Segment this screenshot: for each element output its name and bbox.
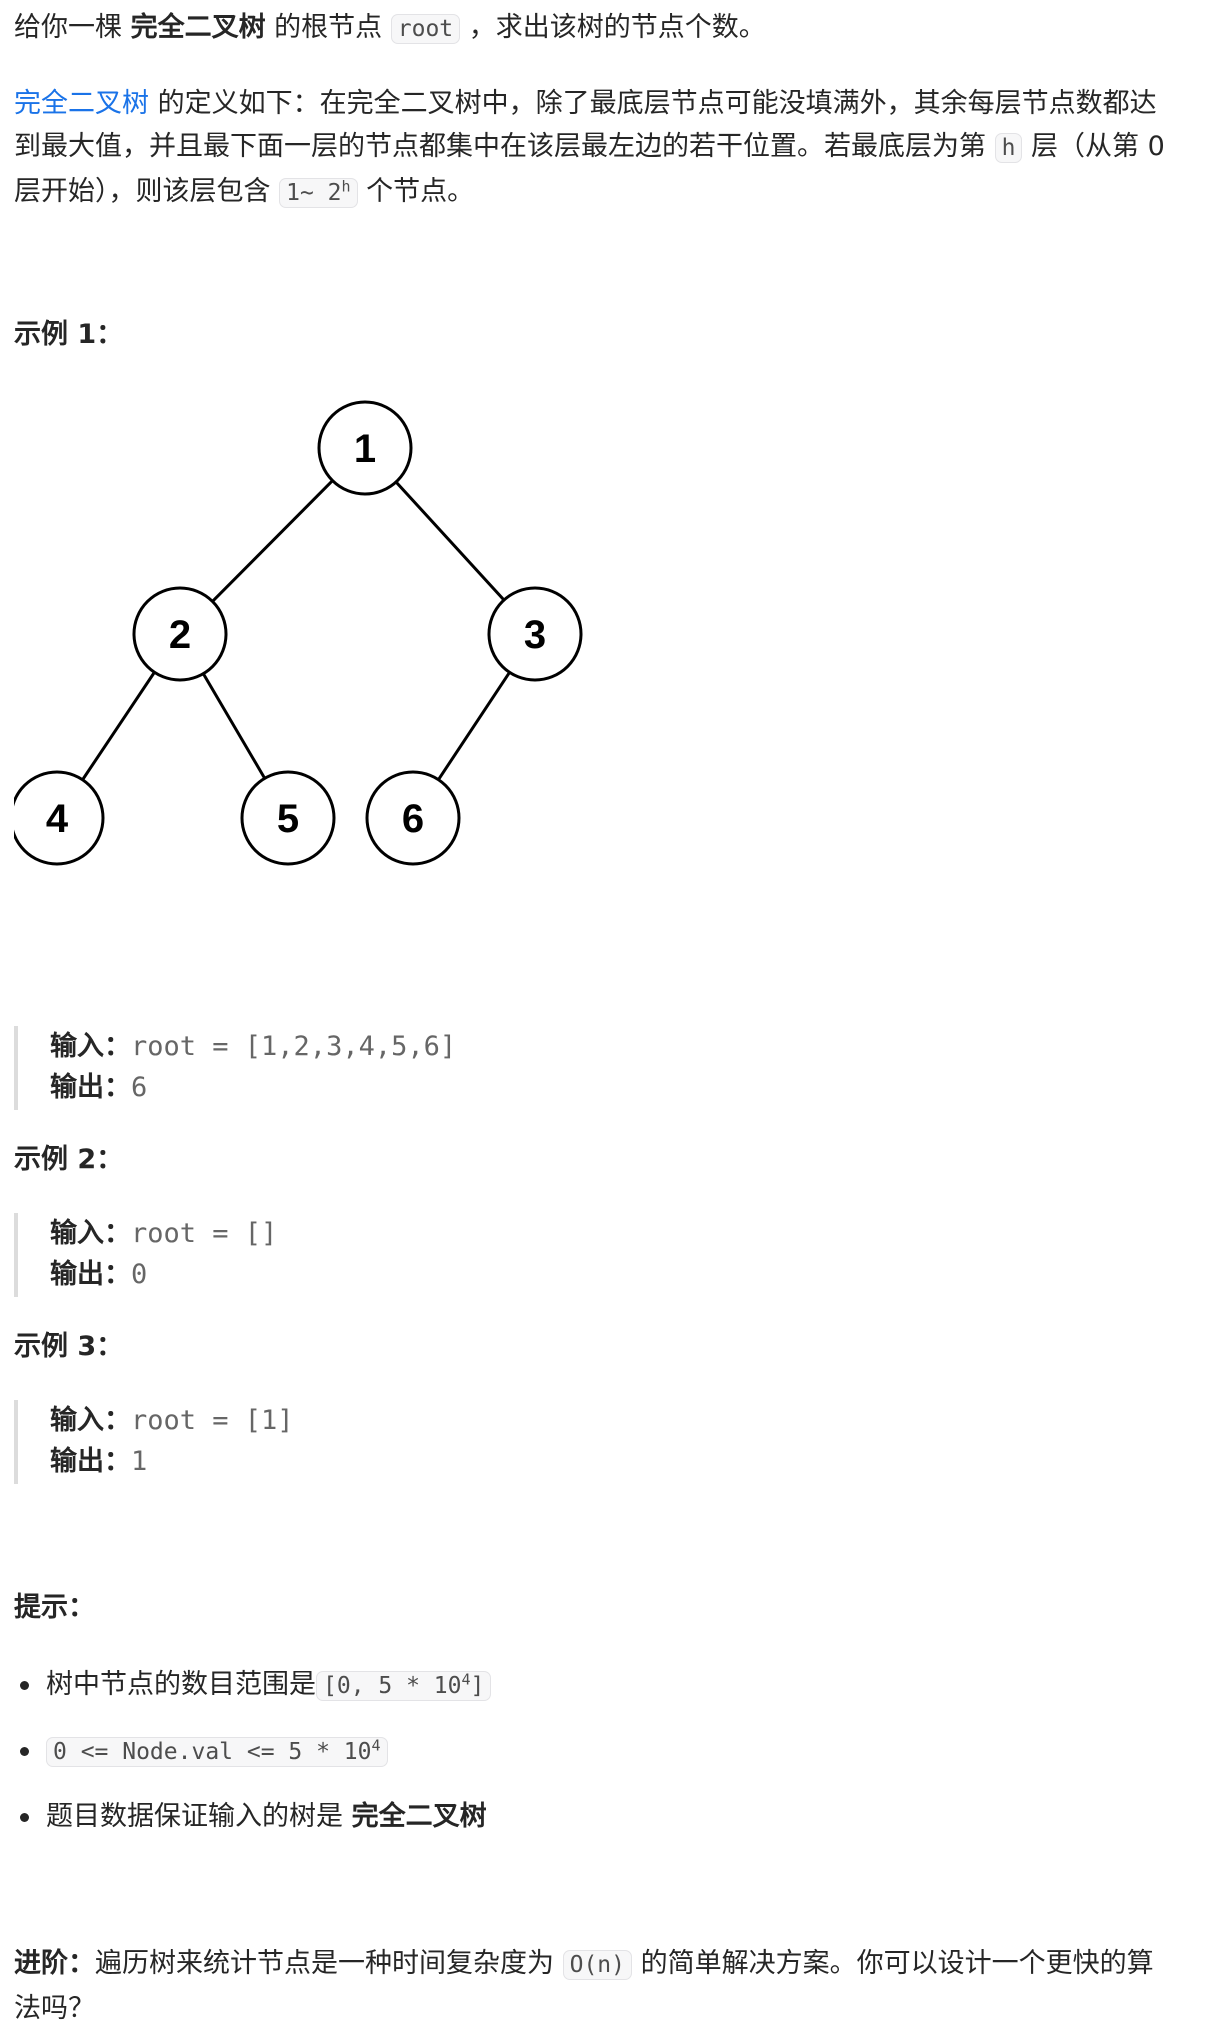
advanced-text-1: 遍历树来统计节点是一种时间复杂度为 [95,1948,563,1979]
tree-node-circle [365,770,461,866]
tree-node-2: 2 [132,586,228,682]
hint-1-code-sup: 4 [461,1670,471,1689]
output-label: 输出： [50,1072,131,1103]
hint-3-text: 题目数据保证输入的树是 [46,1801,352,1832]
range-base: 1~ 2 [286,180,342,206]
hint-1-text: 树中节点的数目范围是 [46,1669,316,1700]
inline-code-complexity: O(n) [562,1950,632,1980]
definition-text-3: 层（从第 0 [1022,131,1165,162]
tree-edge-2-4 [81,671,156,781]
intro-text-3: ，求出该树的节点个数。 [460,12,766,43]
definition-text-2: 到最大值，并且最下面一层的节点都集中在该层最左边的若干位置。若最底层为第 [14,131,995,162]
tree-node-label: 3 [524,613,546,657]
tree-node-circle [14,770,105,866]
hint-2-code-base: 0 <= Node.val <= 5 * 10 [53,1739,372,1765]
tree-node-5: 5 [240,770,336,866]
output-label: 输出： [50,1259,131,1290]
hint-1-code-base: [0, 5 * 10 [323,1673,462,1699]
hint-1-code-end: ] [470,1673,485,1699]
example-2-heading: 示例 2： [14,1144,124,1175]
range-superscript: h [341,177,351,196]
example-1-input: 输入：root = [1,2,3,4,5,6] [50,1026,456,1067]
inline-code-h: h [994,133,1023,163]
tree-node-1: 1 [317,400,413,496]
tree-diagram: 1 2 3 4 5 6 [14,400,583,866]
tree-node-circle [132,586,228,682]
example-1-heading: 示例 1： [14,319,124,350]
hint-2-code-sup: 4 [371,1736,381,1755]
tree-node-label: 6 [402,797,424,841]
tree-node-4: 4 [14,770,105,866]
tree-node-3: 3 [487,586,583,682]
tree-edge-1-3 [394,480,506,602]
intro-text-2: 的根节点 [265,12,391,43]
bullet-icon [20,1681,29,1690]
input-value: root = [1] [131,1405,294,1436]
advanced-text-2: 的简单解决方案。你可以设计一个更快的算 [631,1948,1154,1979]
output-value: 0 [131,1259,148,1290]
bullet-icon [20,1813,29,1822]
hint-2-code: 0 <= Node.val <= 5 * 104 [46,1737,388,1767]
input-label: 输入： [50,1405,131,1436]
tree-node-label: 5 [277,797,299,841]
definition-line-2: 到最大值，并且最下面一层的节点都集中在该层最左边的若干位置。若最底层为第 h 层… [14,125,1214,170]
input-label: 输入： [50,1031,131,1062]
intro-bold-term: 完全二叉树 [130,12,266,43]
advanced-line-2: 法吗？ [14,1993,95,2024]
tree-node-6: 6 [365,770,461,866]
tree-node-circle [240,770,336,866]
intro-text-1: 给你一棵 [14,12,131,43]
hints-heading: 提示： [14,1592,95,1623]
example-3-input: 输入：root = [1] [50,1400,294,1441]
bullet-icon [20,1747,29,1756]
tree-edge-2-5 [201,672,267,780]
example-2-input: 输入：root = [] [50,1213,277,1254]
example-2-output: 输出：0 [50,1254,277,1295]
hint-item-3: 题目数据保证输入的树是 完全二叉树 [14,1795,487,1838]
output-value: 6 [131,1072,148,1103]
definition-line-3: 层开始），则该层包含 1~ 2h 个节点。 [14,170,1214,215]
input-label: 输入： [50,1218,131,1249]
complete-binary-tree-link[interactable]: 完全二叉树 [14,88,149,119]
output-label: 输出： [50,1446,131,1477]
tree-edge-3-6 [437,671,511,781]
tree-nodes: 1 2 3 4 5 6 [14,400,583,866]
definition-paragraph: 完全二叉树 的定义如下：在完全二叉树中，除了最底层节点可能没填满外，其余每层节点… [14,82,1214,215]
input-value: root = [] [131,1218,278,1249]
tree-edge-1-2 [211,479,334,603]
advanced-paragraph: 进阶：遍历树来统计节点是一种时间复杂度为 O(n) 的简单解决方案。你可以设计一… [14,1942,1214,2030]
example-3-block: 输入：root = [1] 输出：1 [14,1400,294,1484]
hint-item-1: 树中节点的数目范围是[0, 5 * 104] [14,1663,492,1708]
inline-code-root: root [390,14,461,44]
example-1-block: 输入：root = [1,2,3,4,5,6] 输出：6 [14,1026,456,1110]
example-1-output: 输出：6 [50,1067,456,1108]
hint-item-2: 0 <= Node.val <= 5 * 104 [14,1729,388,1774]
definition-text-5: 个节点。 [357,176,475,207]
advanced-line-1: 进阶：遍历树来统计节点是一种时间复杂度为 O(n) 的简单解决方案。你可以设计一… [14,1942,1214,1987]
tree-node-circle [487,586,583,682]
example-2-block: 输入：root = [] 输出：0 [14,1213,277,1297]
hint-3-bold: 完全二叉树 [351,1801,487,1832]
output-value: 1 [131,1446,148,1477]
tree-node-circle [317,400,413,496]
definition-text-1: 的定义如下：在完全二叉树中，除了最底层节点可能没填满外，其余每层节点数都达 [149,88,1157,119]
definition-text-4: 层开始），则该层包含 [14,176,280,207]
tree-node-label: 4 [46,797,69,841]
input-value: root = [1,2,3,4,5,6] [131,1031,457,1062]
inline-code-range: 1~ 2h [279,177,358,208]
tree-node-label: 2 [169,613,191,657]
tree-edges [81,479,511,781]
hint-1-code: [0, 5 * 104] [316,1670,492,1701]
example-3-output: 输出：1 [50,1441,294,1482]
definition-line-1: 完全二叉树 的定义如下：在完全二叉树中，除了最底层节点可能没填满外，其余每层节点… [14,82,1214,125]
tree-node-label: 1 [354,427,376,471]
example-3-heading: 示例 3： [14,1331,124,1362]
intro-paragraph: 给你一棵 完全二叉树 的根节点 root ，求出该树的节点个数。 [14,6,766,51]
advanced-label: 进阶： [14,1948,95,1979]
